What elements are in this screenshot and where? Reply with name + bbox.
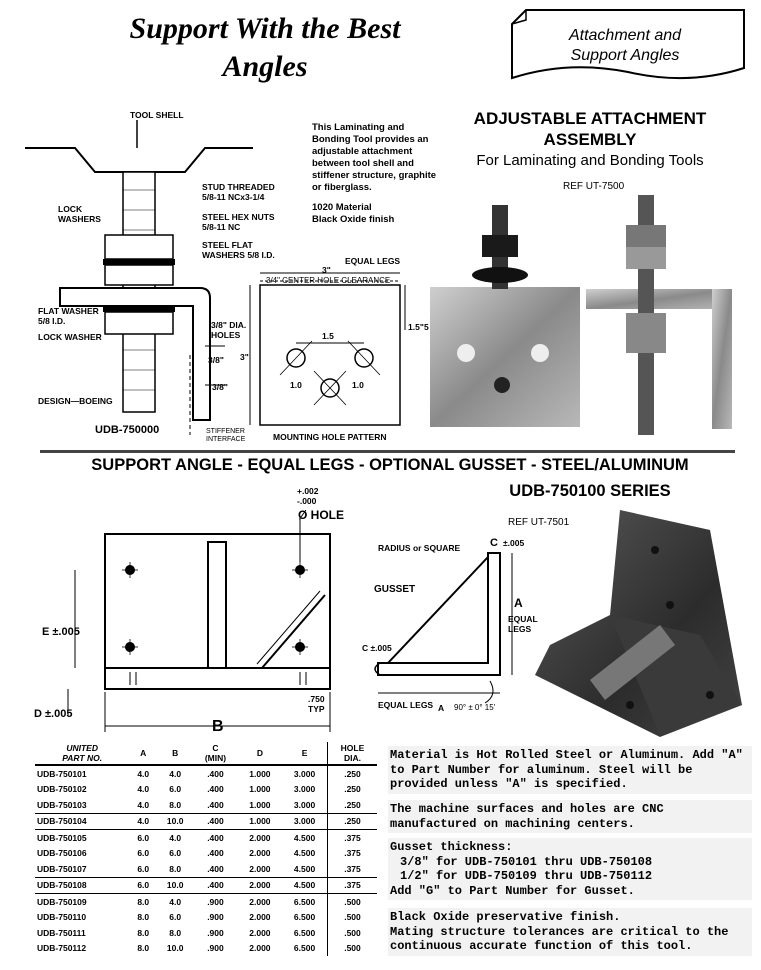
label-dim-10b: 1.0: [352, 380, 364, 390]
banner-line-2: Support Angles: [570, 47, 680, 64]
label-dim-10a: 1.0: [290, 380, 302, 390]
label-dim-5: 5: [424, 322, 429, 332]
assembly-heading-line-1: ADJUSTABLE ATTACHMENT: [473, 109, 707, 128]
support-angle-side-drawing: [374, 552, 513, 704]
col-d: D: [237, 742, 283, 766]
assembly-description-box: This Laminating and Bonding Tool provide…: [312, 122, 444, 226]
banner-frame: [511, 9, 745, 80]
label-a: A: [514, 596, 523, 610]
title-line-1: Support With the Best: [129, 12, 401, 45]
support-ref: REF UT-7501: [508, 517, 570, 528]
label-dim-38b: 3/8": [212, 382, 228, 392]
note-gusset: Gusset thickness: 3/8" for UDB-750101 th…: [388, 838, 752, 900]
label-equal-legs: EQUAL LEGS: [345, 256, 401, 266]
section-separator: [40, 450, 735, 453]
assembly-finish: Black Oxide finish: [312, 214, 395, 225]
assembly-section-drawing: [25, 120, 253, 435]
note-cnc: The machine surfaces and holes are CNC m…: [388, 800, 752, 833]
label-b: B: [212, 718, 224, 735]
banner-text: Attachment and Support Angles: [530, 26, 720, 66]
label-dim-15b: 1.5": [408, 322, 424, 332]
label-c-top: C: [490, 537, 498, 549]
assembly-photo: [430, 195, 732, 435]
support-series: UDB-750100 SERIES: [509, 482, 671, 500]
assembly-part-no: UDB-750000: [95, 424, 160, 436]
assembly-heading: ADJUSTABLE ATTACHMENT ASSEMBLY: [440, 108, 740, 150]
label-design: DESIGN—BOEING: [38, 396, 113, 406]
assembly-subheading: For Laminating and Bonding Tools: [476, 152, 704, 169]
label-gusset: GUSSET: [374, 584, 416, 595]
label-c-left: C ±.005: [362, 643, 392, 653]
assembly-heading-line-2: ASSEMBLY: [543, 130, 637, 149]
label-dim-3-side: 3": [240, 352, 249, 362]
label-hole: Ø HOLE: [298, 508, 345, 522]
label-clearance: 3/4" CENTER HOLE CLEARANCE: [266, 276, 391, 285]
label-mounting-pattern: MOUNTING HOLE PATTERN: [273, 432, 387, 442]
label-tool-shell: TOOL SHELL: [130, 110, 184, 120]
label-c-top-tol: ±.005: [503, 538, 525, 548]
col-a: A: [129, 742, 158, 766]
mounting-hole-pattern-drawing: [249, 272, 406, 426]
label-e-tol: E ±.005: [42, 626, 80, 638]
label-equal-legs-bottom: EQUAL LEGS: [378, 700, 434, 710]
support-heading: SUPPORT ANGLE - EQUAL LEGS - OPTIONAL GU…: [91, 456, 689, 474]
col-e: E: [282, 742, 328, 766]
label-dim-3-top: 3": [322, 265, 331, 275]
page-title: Support With the Best Angles: [60, 10, 470, 86]
support-angle-front-drawing: [67, 518, 331, 732]
support-angle-photo: [535, 510, 742, 737]
label-radius: RADIUS or SQUARE: [378, 543, 461, 553]
label-dim-38a: 3/8": [208, 355, 224, 365]
title-line-2: Angles: [222, 50, 308, 83]
assembly-material: 1020 Material: [312, 202, 372, 213]
assembly-ref: REF UT-7500: [563, 181, 625, 192]
label-tol: +.002-.000: [297, 486, 319, 506]
label-holes: 3/8" DIA.HOLES: [211, 320, 247, 340]
note-material: Material is Hot Rolled Steel or Aluminum…: [388, 746, 752, 794]
banner-line-1: Attachment and: [568, 27, 682, 44]
label-d-tol: D ±.005: [34, 708, 73, 720]
label-a-angle: A: [438, 703, 445, 713]
col-c: C(MIN): [193, 742, 238, 766]
col-b: B: [157, 742, 194, 766]
note-finish: Black Oxide preservative finish. Mating …: [388, 908, 752, 956]
label-lock-washer: LOCK WASHER: [38, 332, 102, 342]
label-dim-15a: 1.5: [322, 331, 334, 341]
label-angle: 90° ± 0° 15': [454, 703, 496, 712]
assembly-description: This Laminating and Bonding Tool provide…: [312, 122, 437, 193]
